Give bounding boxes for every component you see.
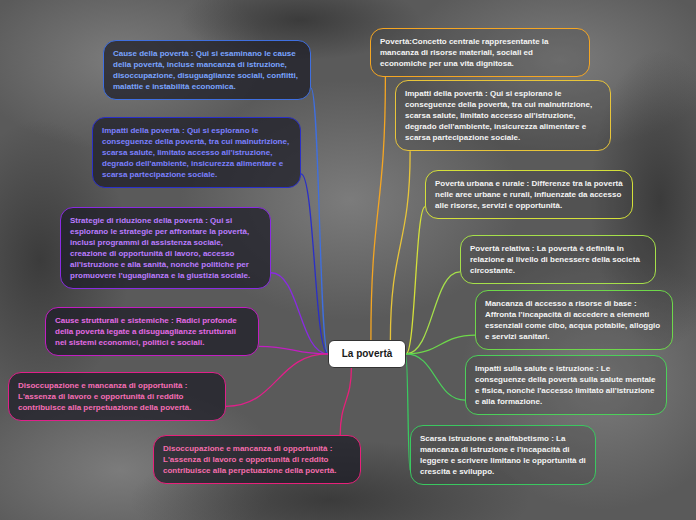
branch-connector <box>406 335 475 354</box>
topic-text: Cause della povertà : Qui si esaminano l… <box>113 48 301 92</box>
topic-text: Disoccupazione e mancanza di opportunità… <box>18 380 216 413</box>
branch-connector <box>311 88 328 354</box>
topic-text: Cause strutturali e sistemiche : Radici … <box>55 315 249 348</box>
topic-box: Impatti della povertà : Qui si esplorano… <box>92 117 301 188</box>
topic-box: Povertà:Concetto centrale rappresentante… <box>370 28 590 77</box>
topic-text: Impatti della povertà : Qui si esplorano… <box>405 88 601 143</box>
topic-text: Impatti della povertà : Qui si esplorano… <box>102 125 291 180</box>
branch-connector <box>226 354 328 406</box>
topic-box: Impatti della povertà : Qui si esplorano… <box>395 80 611 151</box>
topic-box: Cause della povertà : Qui si esaminano l… <box>103 40 311 100</box>
topic-text: Mancanza di accesso a risorse di base : … <box>485 298 663 342</box>
topic-text: Povertà:Concetto centrale rappresentante… <box>380 36 580 69</box>
topic-box: Povertà relativa : La povertà è definita… <box>460 235 656 284</box>
topic-box: Cause strutturali e sistemiche : Radici … <box>45 307 259 356</box>
branch-connector <box>259 346 328 354</box>
topic-box: Scarsa istruzione e analfabetismo : La m… <box>410 425 596 485</box>
branch-connector <box>406 354 465 400</box>
topic-box: Strategie di riduzione della povertà : Q… <box>60 207 271 289</box>
topic-text: Disoccupazione e mancanza di opportunità… <box>163 443 351 476</box>
topic-text: Povertà urbana e rurale : Differenze tra… <box>435 178 623 211</box>
central-topic: La povertà <box>328 340 406 368</box>
topic-text: Impatti sulla salute e istruzione : Le c… <box>475 363 657 407</box>
topic-box: Disoccupazione e mancanza di opportunità… <box>153 435 361 484</box>
central-label: La povertà <box>333 347 401 361</box>
branch-connector <box>390 151 410 340</box>
topic-text: Povertà relativa : La povertà è definita… <box>470 243 646 276</box>
topic-text: Strategie di riduzione della povertà : Q… <box>70 215 261 281</box>
branch-connector <box>340 368 351 435</box>
branch-connector <box>271 273 328 354</box>
topic-box: Impatti sulla salute e istruzione : Le c… <box>465 355 667 415</box>
branch-connector <box>406 207 425 354</box>
topic-box: Disoccupazione e mancanza di opportunità… <box>8 372 226 421</box>
branch-connector <box>406 272 460 354</box>
topic-box: Povertà urbana e rurale : Differenze tra… <box>425 170 633 219</box>
topic-box: Mancanza di accesso a risorse di base : … <box>475 290 673 350</box>
topic-text: Scarsa istruzione e analfabetismo : La m… <box>420 433 586 477</box>
branch-connector <box>371 77 386 340</box>
